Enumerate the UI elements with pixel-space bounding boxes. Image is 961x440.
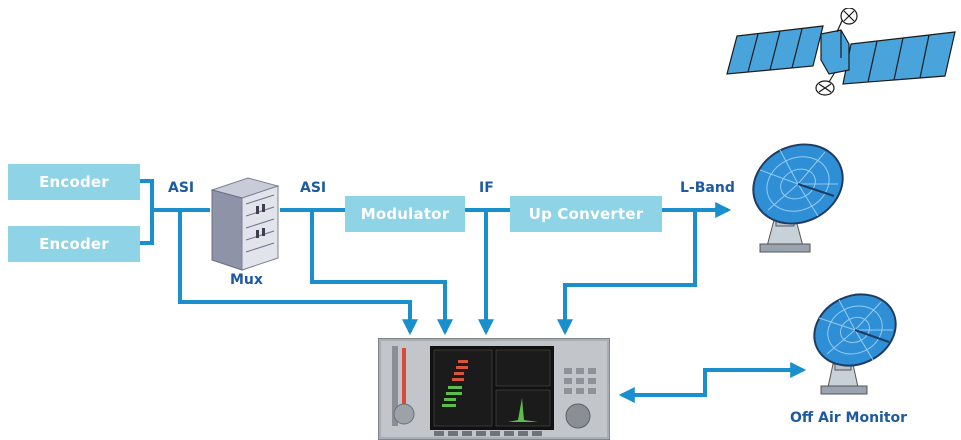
- encoder-label-2: Encoder: [39, 235, 109, 253]
- monitor-link-arrow: [618, 362, 807, 403]
- monitor-dish-icon: [813, 293, 897, 395]
- asi-tap-2-arrow: [310, 210, 453, 336]
- analyzer-rack-icon: [378, 338, 610, 440]
- up-converter-block: Up Converter: [510, 196, 662, 232]
- modulator-label: Modulator: [360, 205, 450, 223]
- satellite-dish-icon: [752, 143, 844, 253]
- l-band-label: L-Band: [680, 180, 735, 196]
- mux-label: Mux: [230, 272, 263, 288]
- encoder-label-1: Encoder: [39, 173, 109, 191]
- asi-label-2: ASI: [300, 180, 327, 196]
- encoder-block-1: Encoder: [8, 164, 140, 200]
- satellite-icon: [726, 8, 956, 96]
- encoder-1-connector: [140, 179, 154, 245]
- up-converter-label: Up Converter: [528, 205, 644, 223]
- encoder-block-2: Encoder: [8, 226, 140, 262]
- if-label: IF: [479, 180, 494, 196]
- lband-tap-arrow: [557, 210, 697, 336]
- asi-label-1: ASI: [168, 180, 195, 196]
- asi-tap-1-arrow: [178, 210, 418, 336]
- mux-server-icon: [210, 177, 280, 271]
- off-air-monitor-label: Off Air Monitor: [790, 410, 908, 426]
- modulator-block: Modulator: [345, 196, 465, 232]
